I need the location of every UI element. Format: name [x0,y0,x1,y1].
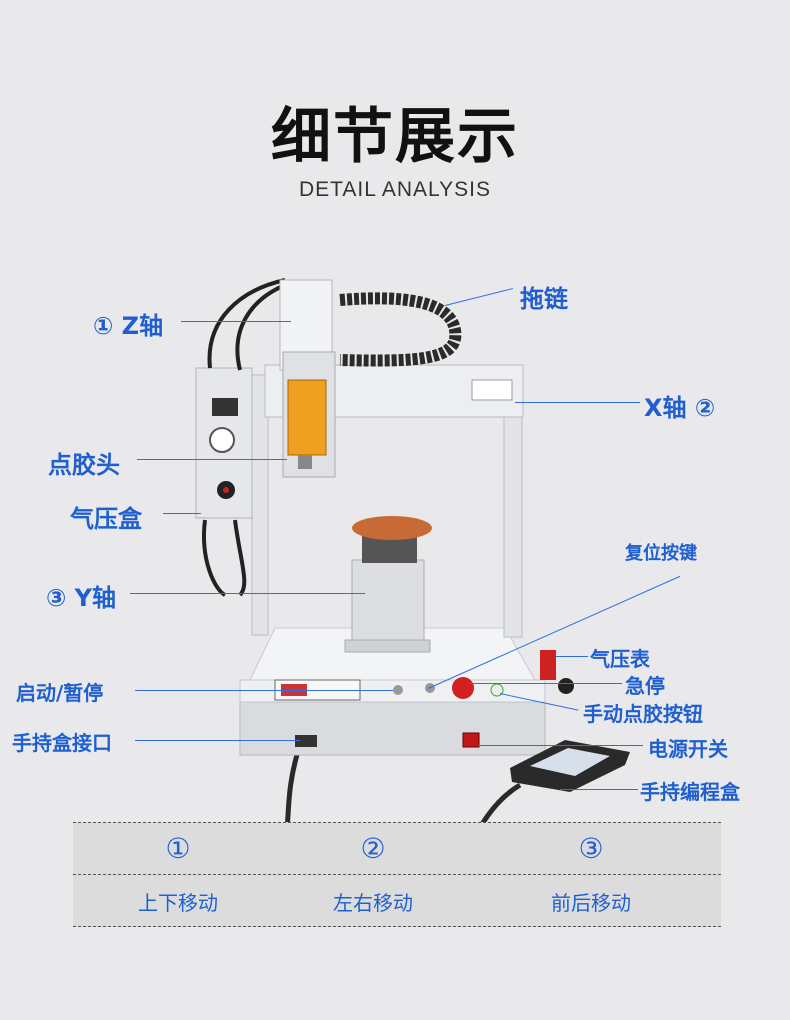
label-reset-button: 复位按键 [625,543,697,564]
table-move-3: 前后移动 [551,891,631,915]
label-y-axis: ③ Y轴 [46,584,117,612]
label-dispensing-head: 点胶头 [48,451,120,479]
line-pressure-gauge [555,656,588,657]
line-handheld-port [135,740,300,741]
label-start-pause: 启动/暂停 [16,681,104,705]
line-dispensing-head [137,459,287,460]
table-move-1: 上下移动 [138,891,218,915]
table-row-moves: 上下移动 左右移动 前后移动 [73,875,721,927]
line-x-axis [515,402,640,403]
line-air-box [163,513,201,514]
table-number-3: ③ [578,832,604,865]
line-z-axis [181,321,291,322]
line-y-axis [130,593,365,594]
label-manual-dispense: 手动点胶按钮 [583,702,703,726]
line-power-switch [478,745,643,746]
table-number-1: ① [165,832,191,865]
label-z-axis: ① Z轴 [93,312,164,340]
label-drag-chain: 拖链 [520,285,568,313]
line-handheld-box [560,789,638,790]
page-subtitle: DETAIL ANALYSIS [298,178,491,201]
line-emergency-stop [470,683,622,684]
table-number-2: ② [360,832,386,865]
label-pressure-gauge: 气压表 [590,647,650,671]
label-air-box: 气压盒 [70,505,142,533]
line-start-pause [135,690,393,691]
label-power-switch: 电源开关 [648,737,728,761]
table-bottom-border [73,926,721,927]
table-move-2: 左右移动 [333,891,413,915]
table-row-numbers: ① ② ③ [73,822,721,874]
label-handheld-box: 手持编程盒 [640,780,740,804]
table-top-border [73,822,721,823]
label-handheld-port: 手持盒接口 [12,731,112,755]
label-emergency-stop: 急停 [625,674,665,698]
table-middle-border [73,874,721,875]
movement-table: ① ② ③ 上下移动 左右移动 前后移动 [73,822,721,927]
label-x-axis: X轴 ② [644,394,716,422]
page-title: 细节展示 [271,102,519,172]
